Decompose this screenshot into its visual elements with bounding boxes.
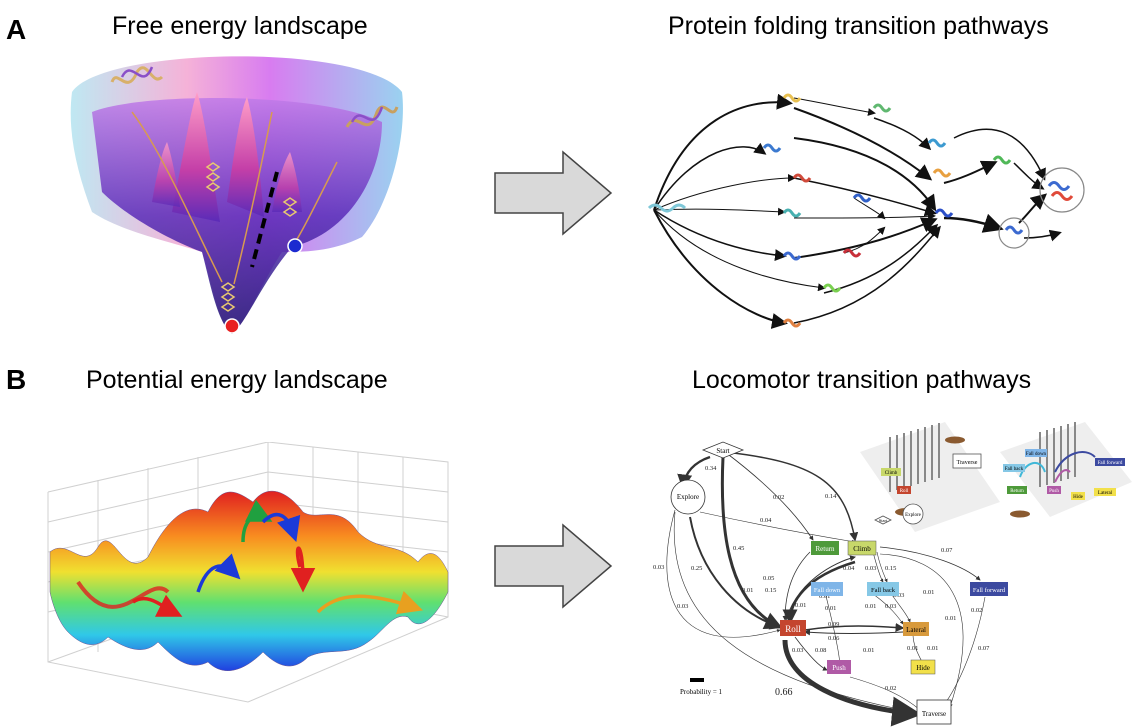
panel-a-left-title: Free energy landscape <box>112 12 368 40</box>
inset-label-fall-forward: Fall forward <box>1098 461 1123 466</box>
svg-text:0.01: 0.01 <box>945 615 956 622</box>
free-energy-funnel <box>70 56 403 334</box>
probability-scale-bar <box>690 678 704 682</box>
node-roll <box>780 620 806 636</box>
svg-text:0.01: 0.01 <box>923 589 934 596</box>
svg-text:0.01: 0.01 <box>863 647 874 654</box>
panel-a-right-title: Protein folding transition pathways <box>668 12 1049 40</box>
svg-text:0.04: 0.04 <box>843 565 855 572</box>
node-return <box>811 541 839 555</box>
node-start <box>701 441 745 459</box>
svg-text:0.03: 0.03 <box>677 603 688 610</box>
svg-text:0.01: 0.01 <box>865 603 876 610</box>
svg-text:0.34: 0.34 <box>705 465 717 472</box>
node-lateral-label: Lateral <box>906 626 926 634</box>
potential-energy-surface <box>47 442 449 703</box>
node-fall-forward <box>970 582 1008 596</box>
inset-label-climb: Climb <box>885 471 898 476</box>
experiment-inset-left: Traverse Climb Roll Explore Start <box>860 422 1000 532</box>
node-hide-label: Hide <box>916 664 930 672</box>
svg-text:0.01: 0.01 <box>819 593 830 600</box>
panel-a-letter: A <box>6 14 27 45</box>
native-state-dot <box>224 318 240 334</box>
svg-text:0.03: 0.03 <box>792 647 803 654</box>
node-fall-down-label: Fall down <box>814 587 841 594</box>
inset-label-hide: Hide <box>1073 495 1084 500</box>
node-push-label: Push <box>832 664 846 672</box>
arrow-b-icon <box>494 523 613 609</box>
svg-text:0.66: 0.66 <box>775 687 793 698</box>
panel-b-letter: B <box>6 364 27 395</box>
inset-label-fall-down: Fall down <box>1026 452 1047 457</box>
svg-text:0.15: 0.15 <box>885 565 896 572</box>
svg-text:0.01: 0.01 <box>825 605 836 612</box>
experiment-inset-right: Fall back Fall down Fall forward Return … <box>1000 422 1132 518</box>
svg-text:0.07: 0.07 <box>941 547 953 554</box>
svg-text:0.05: 0.05 <box>763 575 774 582</box>
inset-label-lateral: Lateral <box>1098 491 1113 496</box>
svg-text:0.02: 0.02 <box>971 607 982 614</box>
arrow-a-icon <box>494 150 613 236</box>
svg-text:0.01: 0.01 <box>927 645 938 652</box>
node-climb <box>847 540 877 556</box>
locomotor-transition-graph: Traverse Climb Roll Explore Start Fall b… <box>653 422 1132 727</box>
svg-text:0.06: 0.06 <box>828 635 840 642</box>
probability-scale-label: Probability = 1 <box>680 688 723 696</box>
svg-text:0.45: 0.45 <box>733 545 744 552</box>
node-explore <box>670 479 706 515</box>
inset-label-traverse: Traverse <box>957 460 978 466</box>
inset-label-return: Return <box>1010 489 1024 494</box>
svg-text:0.07: 0.07 <box>978 645 990 652</box>
panel-b-right-title: Locomotor transition pathways <box>692 366 1032 394</box>
node-return-label: Return <box>815 545 835 553</box>
svg-text:0.01: 0.01 <box>795 602 806 609</box>
node-hide <box>910 659 936 675</box>
node-traverse <box>916 699 952 725</box>
inset-label-roll: Roll <box>900 489 909 494</box>
node-climb-label: Climb <box>853 545 871 553</box>
node-roll-label: Roll <box>785 624 801 634</box>
node-lateral <box>903 622 929 636</box>
svg-text:0.04: 0.04 <box>760 517 772 524</box>
inset-label-push: Push <box>1049 489 1059 494</box>
panel-b-left-title: Potential energy landscape <box>86 366 388 394</box>
svg-text:0.15: 0.15 <box>765 587 776 594</box>
inset-label-fall-back: Fall back <box>1005 467 1024 472</box>
node-fall-back <box>867 582 899 596</box>
protein-folding-network <box>647 93 1085 329</box>
svg-text:0.03: 0.03 <box>865 565 876 572</box>
intermediate-state-dot <box>287 238 303 254</box>
svg-text:0.09: 0.09 <box>828 621 839 628</box>
node-start-label: Start <box>716 447 729 455</box>
svg-text:0.03: 0.03 <box>885 603 896 610</box>
svg-text:0.02: 0.02 <box>885 685 896 692</box>
svg-text:0.14: 0.14 <box>825 493 837 500</box>
svg-text:0.03: 0.03 <box>653 564 664 571</box>
node-push <box>827 660 851 674</box>
svg-text:0.02: 0.02 <box>773 494 784 501</box>
node-explore-label: Explore <box>677 493 699 501</box>
inset-label-explore: Explore <box>905 513 922 518</box>
svg-text:0.01: 0.01 <box>907 645 918 652</box>
svg-text:0.25: 0.25 <box>691 565 702 572</box>
node-fall-down <box>811 582 843 596</box>
node-fall-back-label: Fall back <box>871 587 896 594</box>
svg-text:0.01: 0.01 <box>742 587 753 594</box>
node-fall-forward-label: Fall forward <box>973 587 1006 594</box>
inset-label-start: Start <box>879 518 888 523</box>
svg-text:0.08: 0.08 <box>815 647 826 654</box>
node-traverse-label: Traverse <box>922 710 946 718</box>
